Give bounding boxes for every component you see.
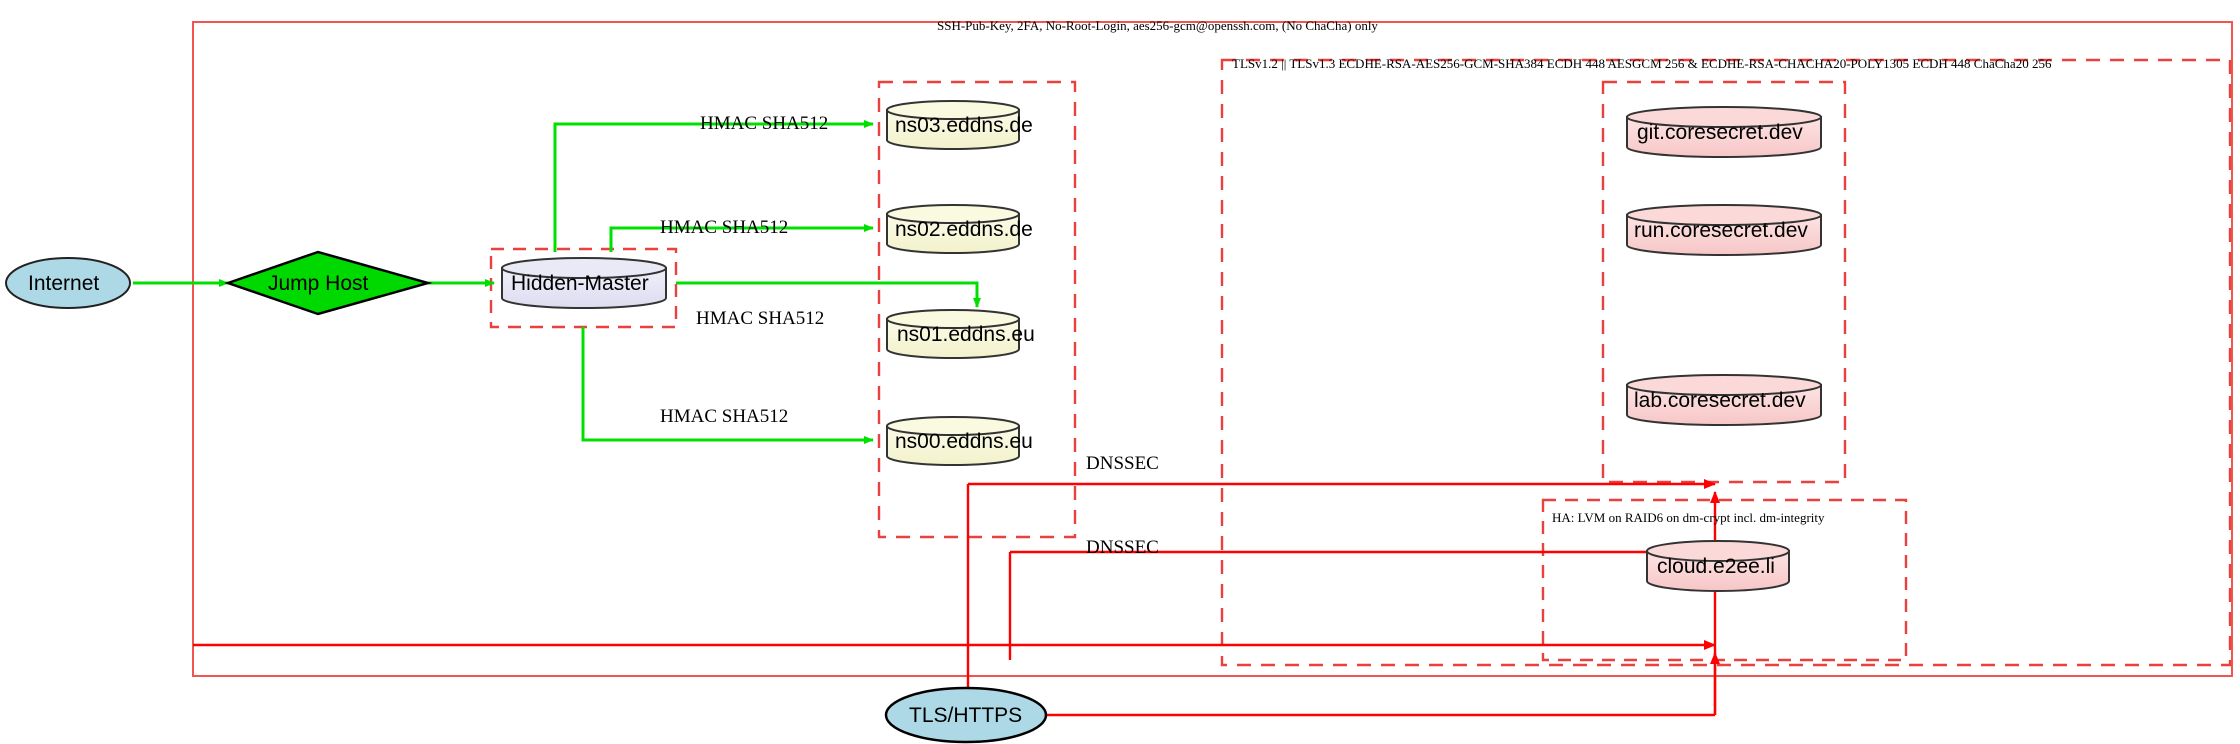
edge-label-hmac-ns00: HMAC SHA512 — [660, 406, 789, 427]
edge-hiddenmaster-to-ns01 — [676, 281, 981, 308]
ssh-boundary-label: SSH-Pub-Key, 2FA, No-Root-Login, aes256-… — [937, 18, 1378, 33]
edge-hiddenmaster-to-ns02 — [609, 224, 874, 252]
ha-storage-cluster — [1541, 498, 1908, 662]
node-internet[interactable] — [5, 257, 131, 309]
tls-boundary-label: TLSv1.2 || TLSv1.3 ECDHE-RSA-AES256-GCM-… — [1232, 56, 2052, 71]
dns-servers-cluster — [877, 80, 1077, 539]
node-ns02[interactable] — [886, 204, 1020, 254]
node-run-coresecret[interactable] — [1626, 204, 1822, 256]
node-hidden-master[interactable] — [501, 257, 667, 309]
edge-hiddenmaster-to-ns00 — [581, 327, 874, 444]
coresecret-services-cluster — [1601, 80, 1847, 484]
node-ns03[interactable] — [886, 100, 1020, 150]
node-lab-coresecret[interactable] — [1626, 374, 1822, 426]
node-tls-https[interactable] — [884, 686, 1048, 744]
red-edges — [193, 479, 1720, 717]
node-git-coresecret[interactable] — [1626, 106, 1822, 158]
node-ns00[interactable] — [886, 416, 1020, 466]
edge-label-dnssec-upper: DNSSEC — [1086, 453, 1159, 474]
green-edges — [133, 120, 981, 444]
node-jump-host[interactable] — [224, 250, 433, 316]
edge-label-hmac-ns03: HMAC SHA512 — [700, 113, 829, 134]
tls-security-boundary — [1220, 58, 2232, 667]
edge-hiddenmaster-to-ns03 — [553, 120, 874, 252]
edge-label-dnssec-lower: DNSSEC — [1086, 537, 1159, 558]
node-ns01[interactable] — [886, 309, 1020, 359]
edge-label-hmac-ns02: HMAC SHA512 — [660, 217, 789, 238]
node-cloud-e2ee[interactable] — [1646, 540, 1790, 592]
ssh-security-boundary — [192, 21, 2233, 677]
ha-boundary-label: HA: LVM on RAID6 on dm-crypt incl. dm-in… — [1552, 510, 1825, 525]
edge-label-hmac-ns01: HMAC SHA512 — [696, 308, 825, 329]
